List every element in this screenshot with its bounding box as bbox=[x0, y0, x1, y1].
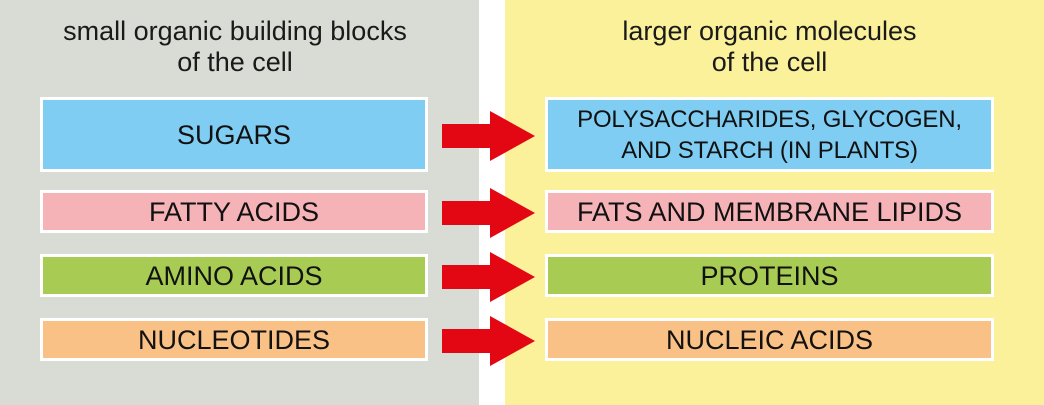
left-title-line1: small organic building blocks bbox=[63, 16, 407, 46]
box-nucleotides-label: NUCLEOTIDES bbox=[137, 324, 331, 355]
left-column-title: small organic building blocks of the cel… bbox=[30, 16, 440, 78]
box-fatty-acids: FATTY ACIDS bbox=[40, 190, 428, 233]
arrow-nucleotides-to-nucleic-acids bbox=[442, 316, 535, 366]
box-polysaccharides-line1: POLYSACCHARIDES, GLYCOGEN, bbox=[577, 105, 962, 133]
arrow-fatty-acids-to-fats bbox=[442, 188, 535, 238]
arrow-sugars-to-polysaccharides bbox=[442, 111, 535, 161]
box-polysaccharides-line2: AND STARCH (IN PLANTS) bbox=[621, 136, 918, 164]
right-arrow-icon bbox=[442, 252, 535, 302]
right-title-line1: larger organic molecules bbox=[622, 16, 917, 46]
box-fats-membrane-lipids-label: FATS AND MEMBRANE LIPIDS bbox=[576, 196, 963, 227]
box-amino-acids-label: AMINO ACIDS bbox=[145, 260, 323, 291]
box-sugars-label: SUGARS bbox=[176, 119, 292, 150]
right-arrow-icon bbox=[442, 316, 535, 366]
box-fats-membrane-lipids: FATS AND MEMBRANE LIPIDS bbox=[545, 190, 994, 233]
box-amino-acids: AMINO ACIDS bbox=[40, 254, 428, 297]
box-nucleic-acids: NUCLEIC ACIDS bbox=[545, 318, 994, 361]
right-column-title: larger organic molecules of the cell bbox=[545, 16, 994, 78]
right-arrow-icon bbox=[442, 188, 535, 238]
box-polysaccharides: POLYSACCHARIDES, GLYCOGEN, AND STARCH (I… bbox=[545, 97, 994, 172]
box-sugars: SUGARS bbox=[40, 97, 428, 172]
left-title-line2: of the cell bbox=[177, 47, 293, 77]
arrow-amino-acids-to-proteins bbox=[442, 252, 535, 302]
right-title-line2: of the cell bbox=[711, 47, 828, 77]
box-nucleic-acids-label: NUCLEIC ACIDS bbox=[665, 324, 874, 355]
right-arrow-icon bbox=[442, 111, 535, 161]
box-nucleotides: NUCLEOTIDES bbox=[40, 318, 428, 361]
box-fatty-acids-label: FATTY ACIDS bbox=[148, 196, 320, 227]
box-proteins-label: PROTEINS bbox=[700, 260, 839, 291]
box-proteins: PROTEINS bbox=[545, 254, 994, 297]
